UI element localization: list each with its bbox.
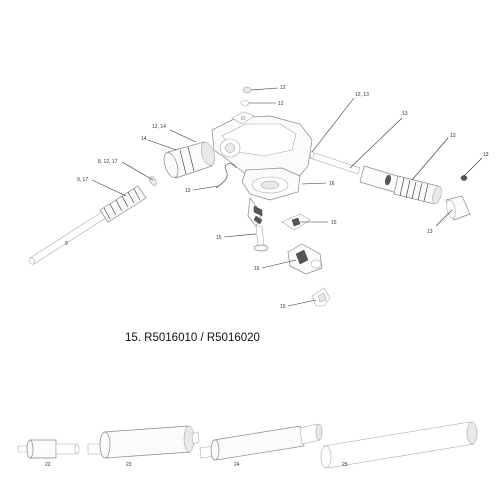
clamp-part-16: [247, 197, 263, 227]
cylinder-part-14: [163, 141, 216, 179]
part-22: [17, 439, 80, 459]
callout-13-top: 13: [185, 188, 191, 194]
callout-13-far-right: 13: [483, 152, 489, 158]
callout-8-12-17: 8, 12, 17: [98, 159, 118, 165]
bolt-part-15: [253, 225, 269, 252]
bracket-part-15: [281, 213, 311, 231]
main-body-housing: [211, 111, 313, 201]
callout-22: 22: [45, 462, 51, 468]
part-23: [87, 425, 200, 459]
callout-9: 9: [65, 241, 68, 247]
callout-12-a: 12: [280, 85, 286, 91]
callout-13-right-top: 13: [402, 111, 408, 117]
part-25: [320, 421, 478, 469]
callout-13-right: 13: [450, 133, 456, 139]
callout-13-left: 13: [427, 229, 433, 235]
rod-part-9: [28, 185, 147, 265]
callout-16: 16: [329, 181, 335, 187]
nut-part-13: [460, 175, 468, 181]
callout-15-left: 15: [216, 235, 222, 241]
callout-24: 24: [234, 462, 240, 468]
callout-12-13: 12, 13: [355, 92, 369, 98]
clip-part-13: [215, 163, 237, 189]
callout-layer: 12 12 12, 13 12, 14 14 8, 12, 17 9, 17 9…: [45, 85, 489, 468]
pin-part-13: [309, 151, 361, 175]
callout-15-bottom: 15: [280, 304, 286, 310]
diagram-caption: 15. R5016010 / R5016020: [125, 332, 260, 344]
small-part-15: [311, 287, 331, 307]
part-24: [199, 423, 323, 461]
callout-14: 14: [141, 136, 147, 142]
callout-12-b: 12: [278, 101, 284, 107]
callout-16-bottom: 16: [254, 266, 260, 272]
callout-23: 23: [126, 462, 132, 468]
callout-25: 25: [342, 462, 348, 468]
lower-clamp-part-16: [287, 243, 323, 275]
ring-part-8: [149, 176, 157, 186]
cap-part-12: [240, 86, 252, 106]
callout-15-right: 15: [331, 220, 337, 226]
end-cap-part-13: [445, 195, 471, 221]
callout-9-17: 9, 17: [77, 177, 88, 183]
callout-12-14: 12, 14: [152, 124, 166, 130]
spring-part-13: [359, 165, 442, 205]
